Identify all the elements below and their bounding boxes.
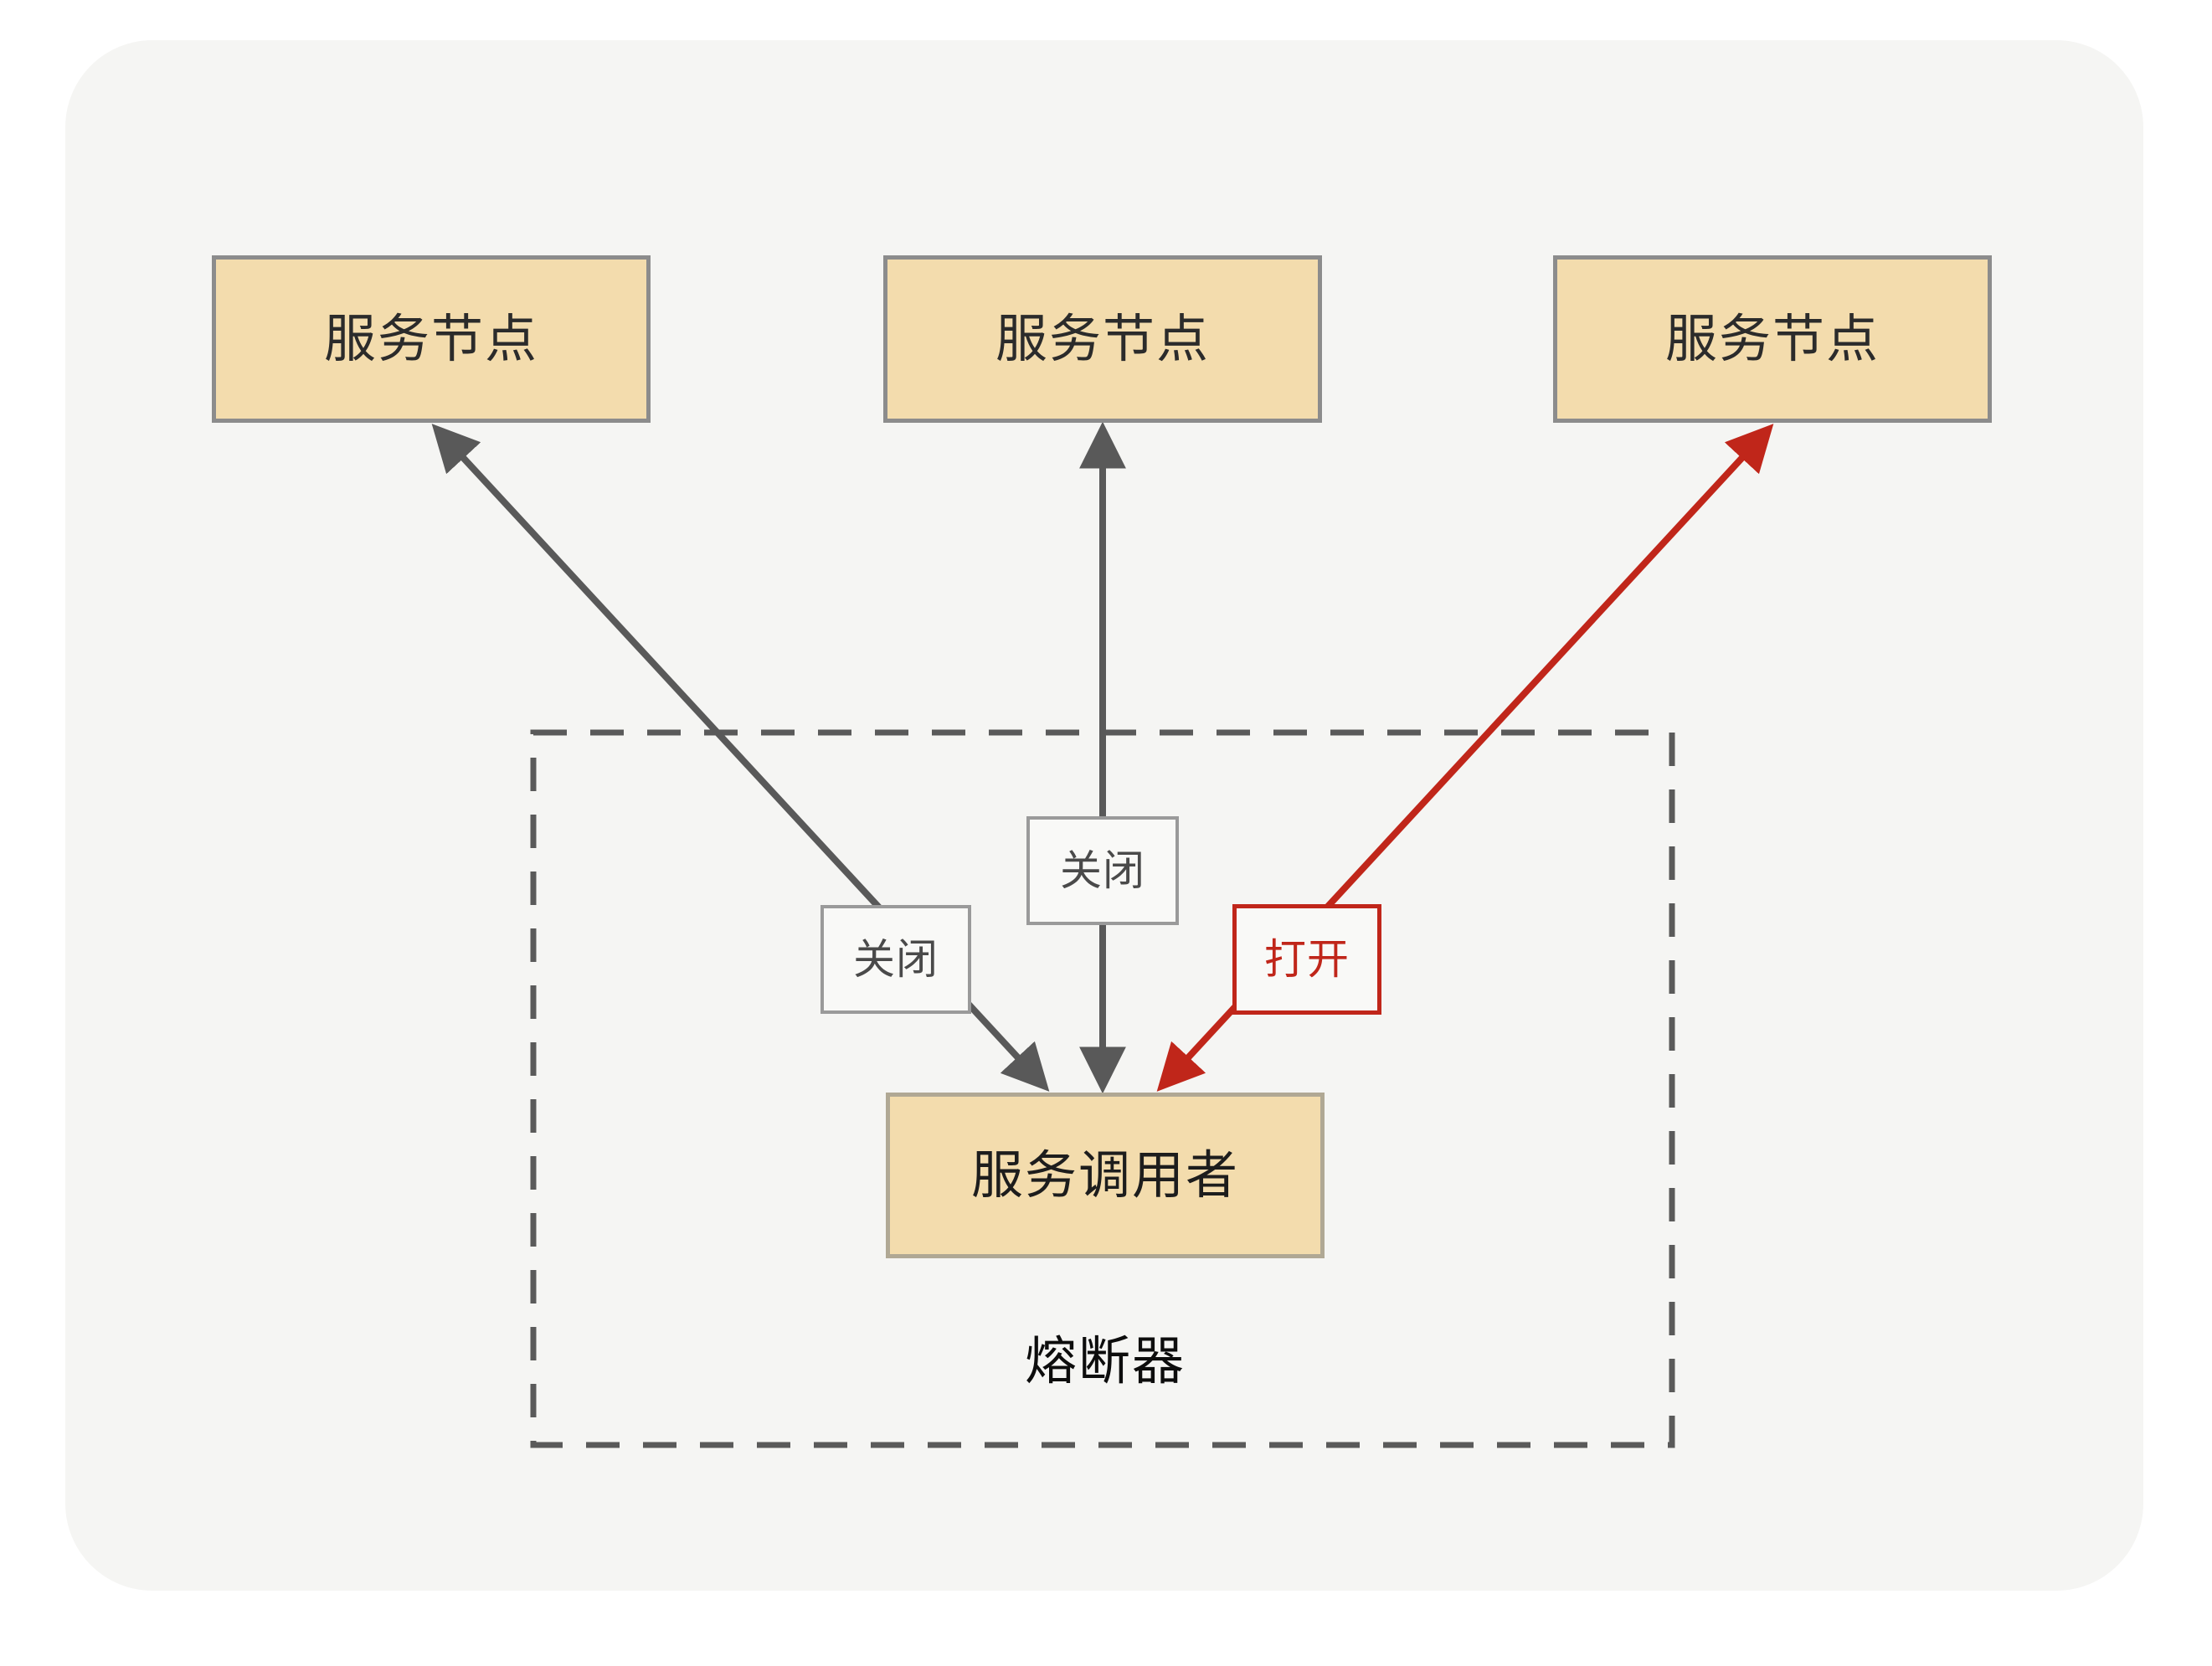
service-caller-node[interactable]: 服务调用者 — [886, 1093, 1325, 1258]
state-label-open-right-text: 打开 — [1264, 935, 1350, 984]
service-node-3[interactable]: 服务节点 — [1553, 255, 1992, 423]
state-label-closed-middle-text: 关闭 — [1060, 846, 1145, 895]
state-label-open-right[interactable]: 打开 — [1232, 904, 1381, 1015]
service-node-2-label: 服务节点 — [995, 308, 1210, 369]
service-node-1[interactable]: 服务节点 — [212, 255, 651, 423]
service-caller-label: 服务调用者 — [970, 1144, 1239, 1206]
state-label-closed-left-text: 关闭 — [853, 935, 939, 984]
circuit-breaker-title: 熔断器 — [1024, 1330, 1186, 1391]
state-label-closed-middle[interactable]: 关闭 — [1026, 816, 1179, 925]
service-node-3-label: 服务节点 — [1664, 308, 1880, 369]
service-node-1-label: 服务节点 — [323, 308, 538, 369]
service-node-2[interactable]: 服务节点 — [883, 255, 1322, 423]
state-label-closed-left[interactable]: 关闭 — [820, 905, 971, 1014]
